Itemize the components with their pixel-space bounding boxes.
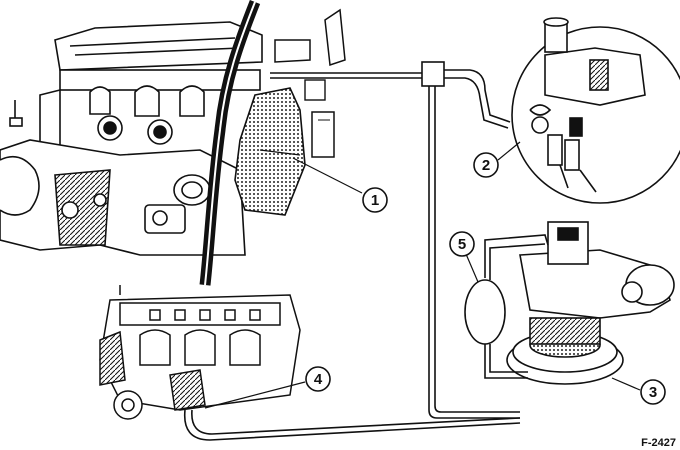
callout-5: 5 [449, 231, 479, 283]
vacuum-line-main [270, 61, 520, 419]
callout-2-label: 2 [482, 157, 490, 174]
callout-2: 2 [473, 141, 521, 178]
callout-4-label: 4 [314, 371, 323, 388]
callout-1: 1 [292, 157, 388, 213]
callout-3-label: 3 [649, 384, 657, 401]
callout-4: 4 [204, 366, 331, 409]
figure-code: F-2427 [641, 437, 676, 449]
vacuum-pump-assembly [464, 221, 675, 385]
callout-3: 3 [611, 377, 666, 405]
brake-booster-component-2 [511, 17, 680, 204]
egr-valve-component-1 [234, 79, 335, 216]
callout-1-label: 1 [371, 192, 379, 209]
callout-5-label: 5 [458, 236, 466, 253]
upper-engine [0, 21, 263, 256]
vacuum-reservoir-component-5 [464, 279, 506, 345]
lower-engine [99, 285, 301, 420]
vacuum-line-lower [183, 409, 521, 441]
